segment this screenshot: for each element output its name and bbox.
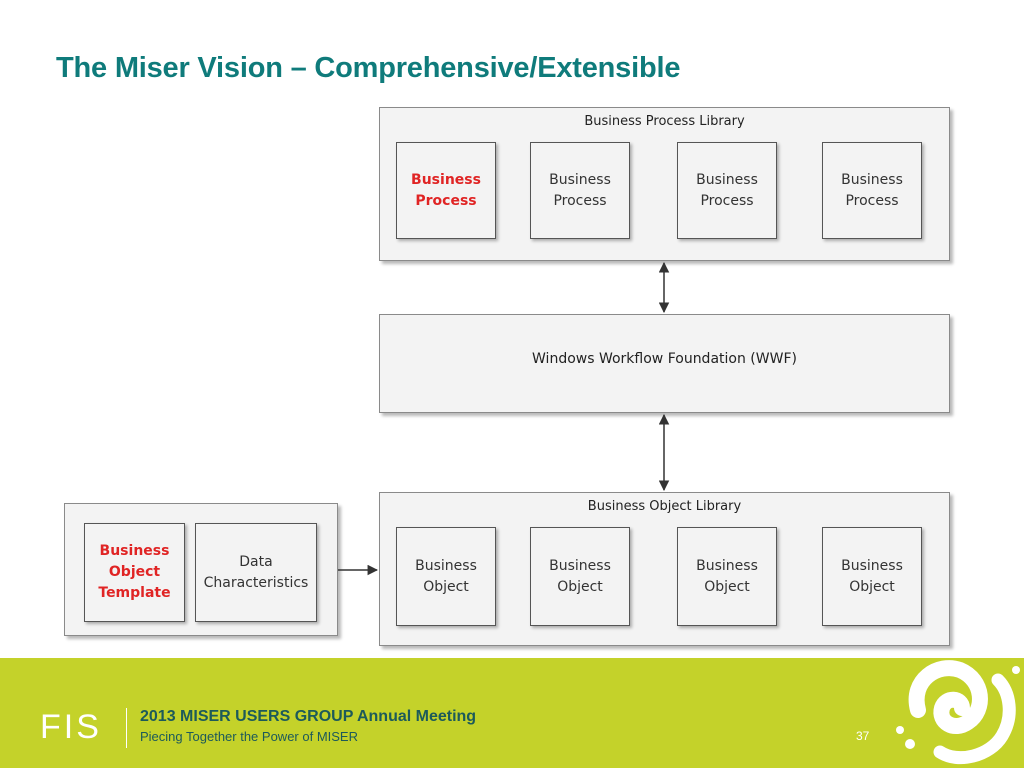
footer-band	[0, 658, 1024, 768]
fis-logo: FIS	[40, 708, 102, 746]
windows-workflow-foundation-label: Windows Workflow Foundation (WWF)	[532, 351, 797, 367]
slide-title: The Miser Vision – Comprehensive/Extensi…	[56, 52, 681, 84]
swirl-logo-icon	[896, 660, 1020, 765]
business-process-node: Business Process	[530, 142, 630, 239]
business-process-node: Business Process	[677, 142, 777, 239]
business-object-library-label: Business Object Library	[587, 499, 742, 514]
footer-title: 2013 MISER USERS GROUP Annual Meeting	[140, 708, 477, 725]
business-object-node: Business Object	[396, 527, 496, 626]
footer-divider	[126, 708, 127, 748]
business-object-template-node: Business Object Template	[84, 523, 185, 622]
business-process-node-highlighted: Business Process	[396, 142, 496, 239]
business-object-node: Business Object	[822, 527, 922, 626]
business-object-node: Business Object	[677, 527, 777, 626]
business-process-library-label: Business Process Library	[584, 114, 745, 129]
windows-workflow-foundation: Windows Workflow Foundation (WWF)	[379, 314, 950, 413]
business-object-node: Business Object	[530, 527, 630, 626]
page-number: 37	[856, 729, 870, 743]
data-characteristics-node: Data Characteristics	[195, 523, 317, 622]
footer-subtitle: Piecing Together the Power of MISER	[140, 729, 358, 744]
business-process-node: Business Process	[822, 142, 922, 239]
